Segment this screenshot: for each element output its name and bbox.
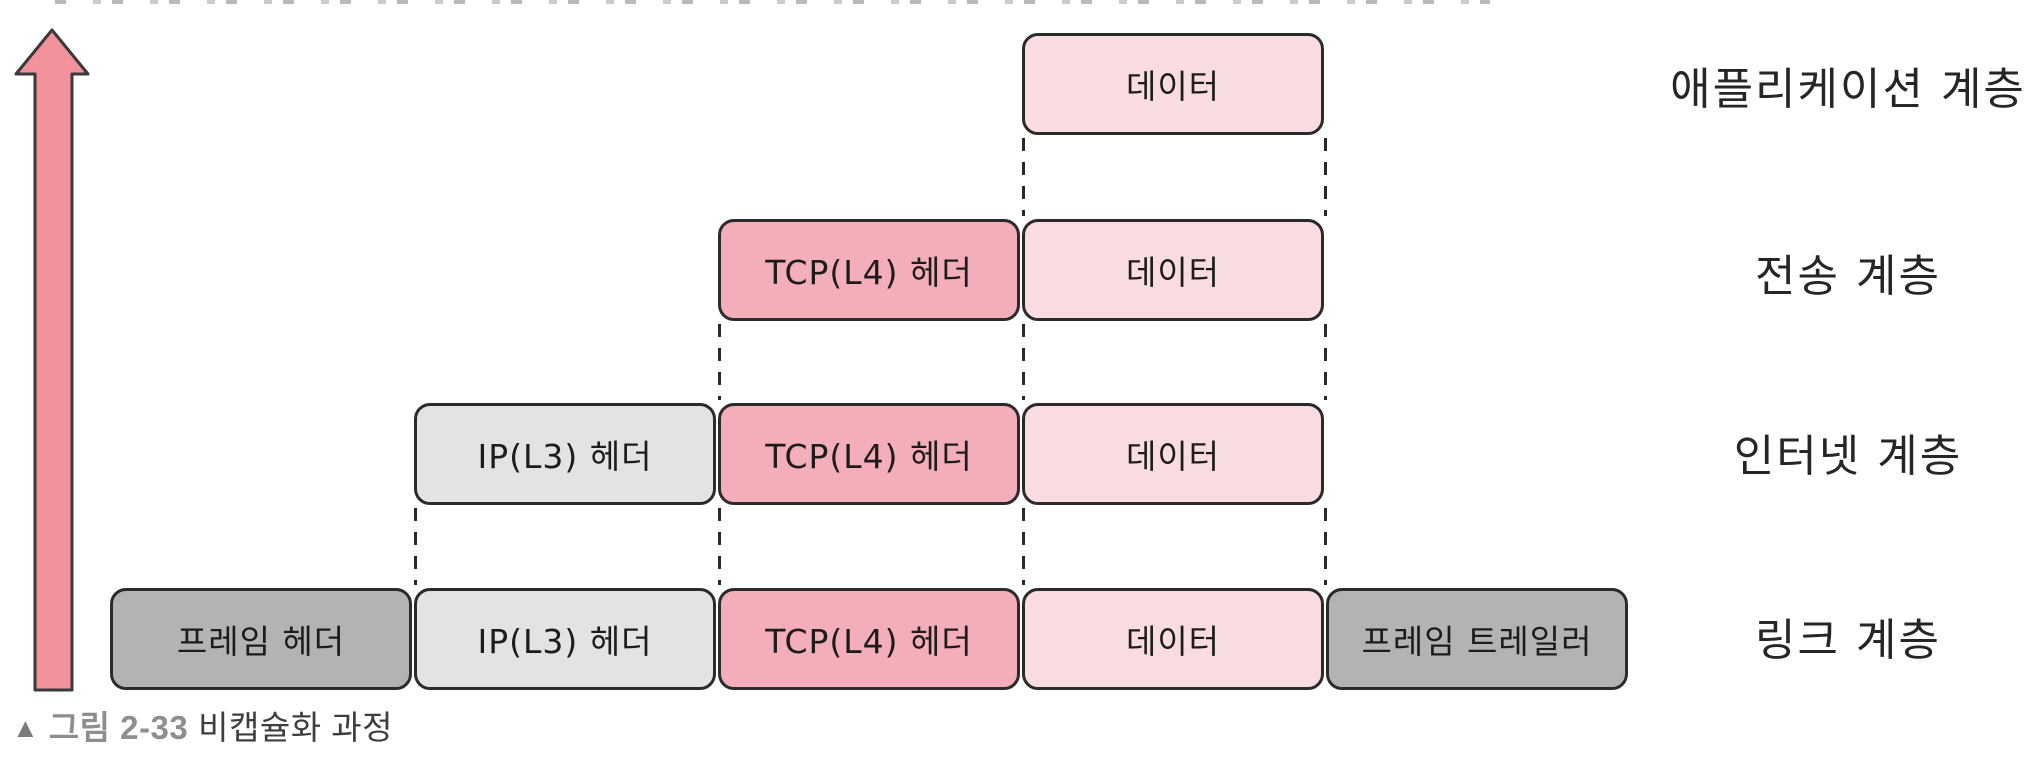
dashed-connector	[1022, 508, 1025, 585]
box-tcp-transport: TCP(L4) 헤더	[718, 219, 1020, 321]
cropped-text-fragments	[55, 0, 1490, 4]
caption-triangle-icon: ▲	[12, 713, 39, 743]
dashed-connector	[1022, 324, 1025, 400]
dashed-connector	[1324, 508, 1327, 585]
up-arrow	[0, 0, 110, 760]
dashed-connector	[718, 508, 721, 585]
dashed-connector	[718, 324, 721, 400]
layer-label-link: 링크 계층	[1755, 615, 1941, 666]
dashed-connector	[1022, 138, 1025, 216]
figure-caption: ▲ 그림 2-33 비캡슐화 과정	[12, 701, 393, 749]
up-arrow-polygon	[14, 28, 90, 692]
dashed-connector	[1324, 138, 1327, 216]
box-tcp-link: TCP(L4) 헤더	[718, 588, 1020, 690]
dashed-connector	[414, 508, 417, 585]
box-data-internet: 데이터	[1022, 403, 1324, 505]
box-data-transport: 데이터	[1022, 219, 1324, 321]
box-tcp-internet: TCP(L4) 헤더	[718, 403, 1020, 505]
layer-label-transport: 전송 계층	[1755, 251, 1941, 302]
layer-label-internet: 인터넷 계층	[1733, 431, 1963, 482]
box-ip-internet: IP(L3) 헤더	[414, 403, 716, 505]
caption-figure-number: 그림 2-33	[48, 709, 189, 746]
box-data-link: 데이터	[1022, 588, 1324, 690]
box-frame-link: 프레임 트레일러	[1326, 588, 1628, 690]
box-data-application: 데이터	[1022, 33, 1324, 135]
box-frame-link: 프레임 헤더	[110, 588, 412, 690]
dashed-connector	[1324, 324, 1327, 400]
box-ip-link: IP(L3) 헤더	[414, 588, 716, 690]
up-arrow-svg	[14, 28, 90, 692]
layer-label-application: 애플리케이션 계층	[1670, 64, 2026, 115]
caption-title: 비캡슐화 과정	[198, 709, 394, 746]
